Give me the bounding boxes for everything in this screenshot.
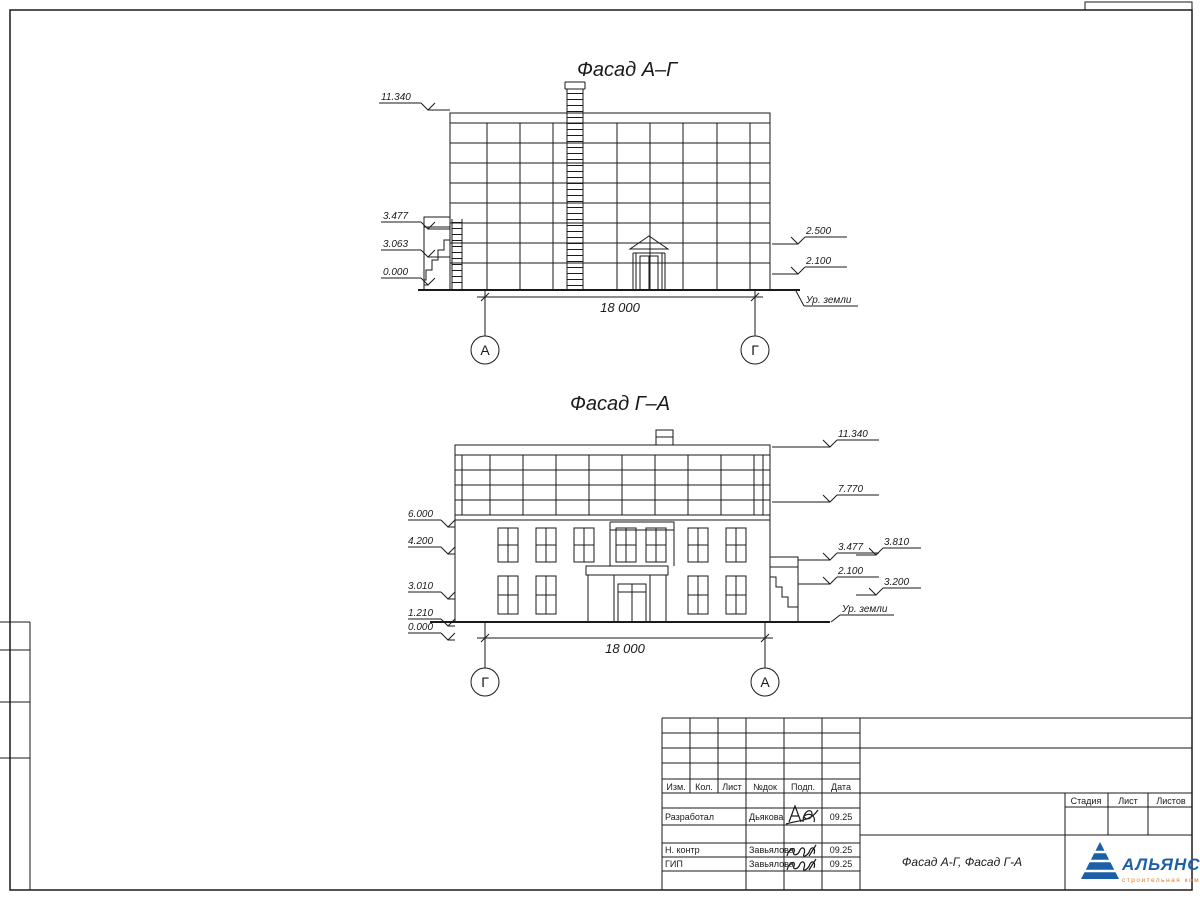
facade-ga-dimensions: 18 000 Г А: [470, 622, 780, 697]
elevation-label: 6.000: [408, 509, 433, 520]
elevation-label: 3.477: [838, 542, 863, 553]
elevation-label: 2.100: [837, 566, 863, 577]
facade-ga-building: [430, 429, 830, 623]
facade-ag-title: Фасад А–Г: [577, 59, 679, 81]
facade-ga-grid-verticals: [461, 455, 764, 515]
column-header: Изм.: [666, 782, 685, 792]
elevation-label: 4.200: [408, 536, 433, 547]
elevation-label: 3.477: [383, 211, 408, 222]
signature-zavyalova: [786, 858, 817, 871]
document-title: Фасад А-Г, Фасад Г-А: [902, 855, 1022, 869]
facade-ag-grid-horizontals: [450, 122, 770, 264]
facade-ga-elevation-marks: 6.000 4.200 3.010 1.210 0.000 11.340 7.7…: [408, 429, 921, 641]
facade-ga-entrance-canopy: [585, 565, 669, 622]
role-label: Н. контр: [665, 845, 700, 855]
elevation-label: 2.100: [805, 256, 831, 267]
column-header: Подп.: [791, 782, 815, 792]
frame-left-stamp-lines: [0, 621, 31, 890]
elevation-label: 11.340: [838, 429, 868, 440]
stage-header: Стадия: [1071, 796, 1102, 806]
facade-ga: Фасад Г–А 18 000 Г А 6.000 4.200 3.010: [408, 393, 921, 697]
elevation-label: 0.000: [383, 267, 408, 278]
facade-ag-ladder-rails: [564, 81, 586, 290]
column-header: Лист: [722, 782, 742, 792]
facade-ga-axis-label-right: А: [760, 674, 770, 690]
facade-ga-total-dimension: 18 000: [605, 641, 646, 656]
facade-ag-elevation-marks-right: [772, 236, 858, 307]
title-block: Изм. Кол. Лист №док Подп. Дата Разработа…: [661, 717, 1200, 890]
sheet-border: [9, 9, 1193, 891]
facade-ag-axis-label-left: А: [480, 342, 490, 358]
facade-ag-elevation-marks-left: [379, 102, 450, 286]
sheet-header: Лист: [1118, 796, 1138, 806]
elevation-label: 3.810: [884, 537, 909, 548]
facade-ag-entrance-pediment: [628, 235, 670, 291]
facade-ga-annex-stairs: [769, 556, 799, 622]
elevation-label: 3.063: [383, 239, 408, 250]
facade-ag-grid-verticals: [486, 123, 751, 290]
role-label: ГИП: [665, 859, 683, 869]
role-label: Разработал: [665, 812, 714, 822]
facade-ga-windows-lower: [497, 575, 747, 615]
facade-ga-axis-circle-right: [750, 667, 780, 697]
facade-ag-annex-stairs: [423, 216, 451, 291]
signature-dyakova: [785, 804, 819, 825]
ground-level-label: Ур. земли: [805, 295, 852, 306]
facade-ag-total-dimension: 18 000: [600, 300, 641, 315]
facade-ga-windows-upper: [497, 527, 747, 563]
company-tagline: строительная компания: [1122, 877, 1200, 884]
ground-level-label: Ур. земли: [841, 604, 888, 615]
company-name: АЛЬЯНС: [1121, 855, 1200, 874]
facade-ga-axis-label-left: Г: [481, 674, 489, 690]
sheets-header: Листов: [1156, 796, 1185, 806]
facade-ga-axis-circle-left: [470, 667, 500, 697]
elevation-label: 11.340: [381, 92, 411, 103]
facade-ag-axis-label-right: Г: [751, 342, 759, 358]
person-name: Завьялова: [749, 845, 794, 855]
facade-ag-axis-circle-left: [470, 335, 500, 365]
person-name: Завьялова: [749, 859, 794, 869]
frame-top-right-notch: [1084, 1, 1193, 10]
elevation-label: 7.770: [838, 484, 863, 495]
facade-ga-roof-box: [655, 429, 674, 446]
facade-ga-elevation-marks-left: [408, 519, 456, 641]
elevation-label: 1.210: [408, 608, 433, 619]
elevation-label: 0.000: [408, 622, 433, 633]
date-value: 09.25: [830, 859, 853, 869]
elevation-label: 3.010: [408, 581, 433, 592]
facade-ag-dimensions: 18 000 А Г: [470, 290, 770, 365]
column-header: №док: [753, 782, 777, 792]
facade-ga-title: Фасад Г–А: [570, 393, 670, 415]
facade-ga-elevation-marks-right: [772, 439, 921, 623]
logo-pyramid-stripes: [1084, 850, 1116, 873]
signature-zavyalova: [786, 844, 817, 857]
facade-ag-wall-ladder-rails: [451, 219, 463, 290]
title-block-grid: [661, 717, 1192, 890]
elevation-label: 2.500: [805, 226, 831, 237]
facade-ag: Фасад А–Г 18 000 А Г 11.340 3.477 3.06: [379, 59, 858, 365]
facade-ga-center-frame: [609, 521, 675, 566]
date-value: 09.25: [830, 845, 853, 855]
person-name: Дьякова: [749, 812, 783, 822]
facade-ag-dimension-lines: [477, 290, 763, 336]
column-header: Кол.: [695, 782, 713, 792]
facade-ag-axis-circle-right: [740, 335, 770, 365]
facade-ga-entrance-door: [613, 575, 651, 623]
company-logo: АЛЬЯНС строительная компания: [1081, 842, 1200, 884]
facade-ag-building: [418, 81, 800, 291]
date-value: 09.25: [830, 812, 853, 822]
facade-ga-dimension-lines: [477, 622, 773, 668]
facade-ag-elevation-marks: 11.340 3.477 3.063 0.000 2.500 2.100 Ур.…: [379, 92, 858, 307]
column-header: Дата: [831, 782, 851, 792]
elevation-label: 3.200: [884, 577, 909, 588]
